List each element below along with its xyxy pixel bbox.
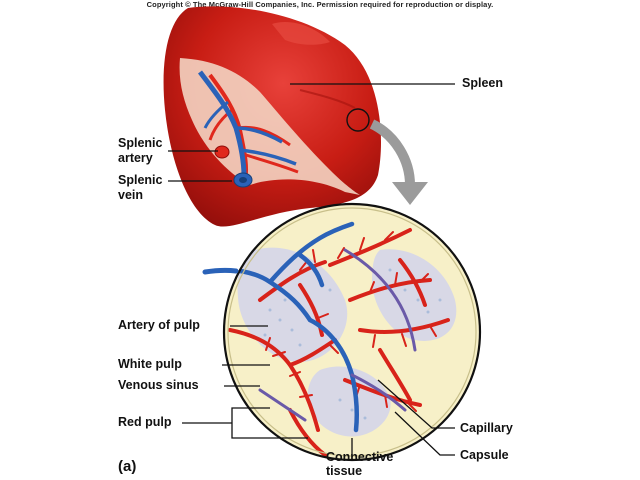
label-venous-sinus: Venous sinus bbox=[118, 378, 199, 392]
label-red-pulp: Red pulp bbox=[118, 415, 172, 429]
figure-label: (a) bbox=[118, 458, 137, 475]
magnify-arrow bbox=[369, 119, 428, 205]
label-connective-tissue-line2: tissue bbox=[326, 464, 363, 478]
label-splenic-vein-line1: Splenic bbox=[118, 173, 163, 187]
splenic-vessels bbox=[198, 70, 299, 188]
label-splenic-artery-line1: Splenic bbox=[118, 136, 163, 150]
label-splenic-artery-line2: artery bbox=[118, 151, 153, 165]
label-connective-tissue-line1: Connective bbox=[326, 450, 394, 464]
label-splenic-vein-line2: vein bbox=[118, 188, 144, 202]
leader-lines bbox=[168, 83, 455, 456]
label-capsule: Capsule bbox=[460, 448, 509, 462]
copyright-notice: Copyright © The McGraw-Hill Companies, I… bbox=[146, 0, 494, 9]
label-capillary: Capillary bbox=[460, 421, 513, 435]
label-white-pulp: White pulp bbox=[118, 357, 182, 371]
magnify-marker bbox=[346, 108, 370, 132]
spleen-organ bbox=[163, 6, 382, 227]
label-artery-of-pulp: Artery of pulp bbox=[118, 318, 200, 332]
label-spleen: Spleen bbox=[462, 76, 503, 90]
magnified-view bbox=[202, 202, 482, 462]
